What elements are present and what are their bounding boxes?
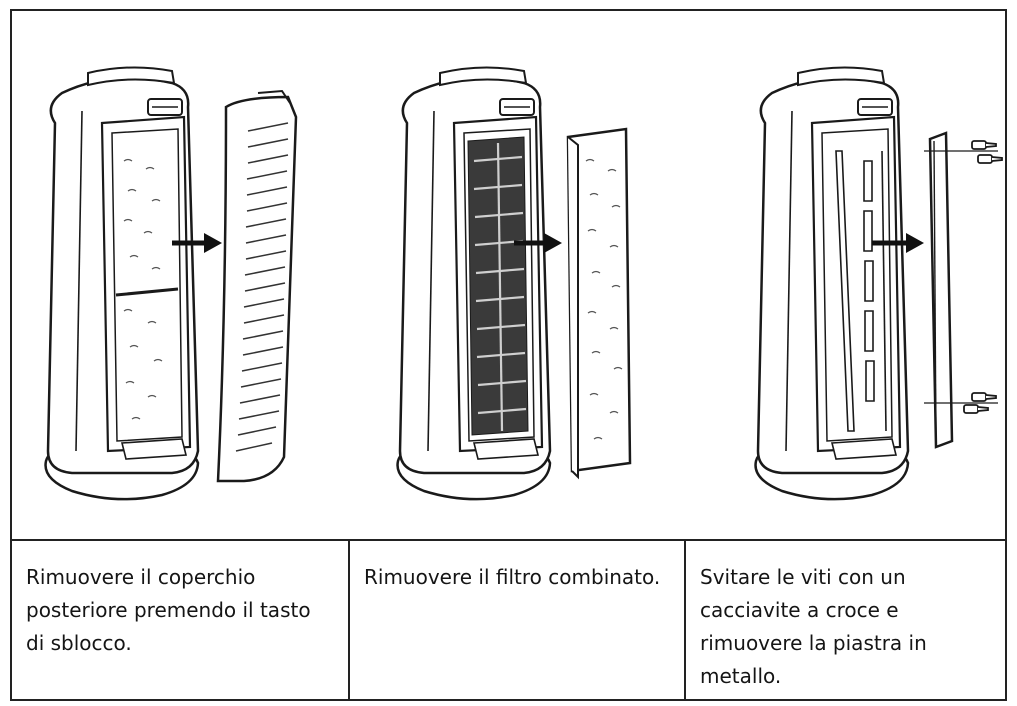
caption-row: Rimuovere il coperchio posteriore premen…: [12, 541, 1005, 699]
purifier-tower-2-icon: [396, 66, 552, 501]
step-3-caption: Svitare le viti con un cacciavite a croc…: [684, 541, 1005, 699]
arrow-right-icon: [172, 233, 222, 253]
illustration-row: [12, 11, 1005, 539]
screws-icon: [963, 140, 1003, 414]
purifier-tower-1-icon: [44, 66, 200, 501]
metal-plate-icon: [924, 131, 998, 449]
purifier-tower-3-icon: [754, 66, 910, 501]
combination-filter-icon: [566, 127, 632, 480]
arrow-right-icon: [872, 233, 924, 253]
row-divider: [12, 539, 1005, 541]
step-2-caption: Rimuovere il filtro combinato.: [348, 541, 684, 699]
back-cover-icon: [216, 89, 298, 483]
instruction-table: Rimuovere il coperchio posteriore premen…: [10, 9, 1007, 701]
step-1-caption: Rimuovere il coperchio posteriore premen…: [26, 565, 311, 655]
arrow-right-icon: [514, 233, 562, 253]
